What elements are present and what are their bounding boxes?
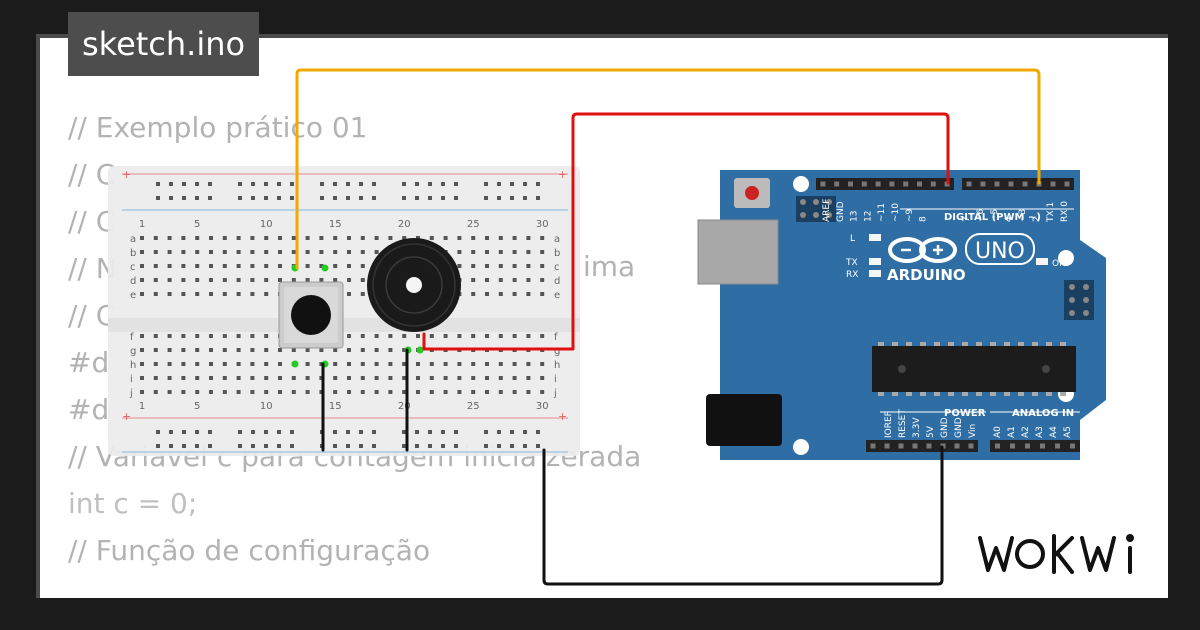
power-pin-label: Vin — [968, 424, 978, 438]
column-label: 20 — [398, 401, 411, 412]
breadboard-holes — [140, 182, 545, 448]
power-pin-label: 3.3V — [912, 417, 922, 438]
code-line: // Exemplo prático 01 — [68, 111, 368, 144]
digital-pin-label: ~10 — [891, 203, 901, 222]
power-pin-label: RESET — [898, 409, 908, 438]
analog-pin-label: A0 — [993, 426, 1003, 438]
power-pin-label: GND — [940, 417, 950, 438]
power-analog-pin-labels: IOREF RESET 3.3V 5V GND GND Vin A0 A1 A2 A3 A4 A5 — [884, 409, 1073, 438]
column-label: 1 — [139, 401, 145, 412]
column-label: 5 — [194, 219, 200, 230]
column-label: 30 — [536, 401, 549, 412]
digital-pin-label: 4 — [1004, 216, 1014, 222]
row-label: g — [130, 346, 136, 357]
digital-pin-label: 12 — [863, 211, 873, 222]
svg-text:+: + — [558, 168, 567, 181]
row-label: i — [130, 374, 133, 385]
wire-black — [542, 445, 944, 586]
digital-pin-label: TX 1 — [1046, 202, 1056, 223]
analog-pin-label: A1 — [1007, 426, 1017, 438]
column-label: 25 — [467, 401, 480, 412]
uno-label: UNO — [975, 239, 1025, 264]
wokwi-logo — [974, 526, 1154, 582]
power-pin-label: IOREF — [884, 411, 894, 438]
digital-pin-label: AREF — [822, 199, 832, 222]
svg-text:ARDUINO: ARDUINO — [887, 266, 966, 284]
row-label: c — [554, 262, 560, 273]
row-label: b — [554, 248, 560, 259]
code-line: #d — [68, 393, 110, 426]
row-label: g — [554, 346, 560, 357]
led-label: RX — [846, 270, 858, 280]
code-line: // Função de configuração — [68, 534, 431, 567]
digital-pin-label: ~3 — [1018, 209, 1028, 222]
svg-text:+: + — [122, 168, 131, 181]
power-pin-label: GND — [954, 417, 964, 438]
column-label: 10 — [260, 401, 273, 412]
on-label: ON — [1052, 259, 1066, 269]
column-label: 15 — [329, 219, 342, 230]
row-label: i — [554, 374, 557, 385]
file-name-tab[interactable]: sketch.ino — [68, 12, 260, 76]
row-label: h — [130, 360, 136, 371]
row-label: d — [130, 276, 136, 287]
digital-pin-label: 8 — [919, 216, 929, 222]
code-line: #d — [68, 346, 110, 379]
power-pin-label: 5V — [926, 425, 936, 438]
analog-pin-label: A3 — [1035, 426, 1045, 438]
digital-pin-label: 7 — [962, 216, 972, 222]
row-label: e — [130, 290, 136, 301]
row-label: h — [554, 360, 560, 371]
wire-red — [422, 112, 950, 351]
row-label: j — [129, 388, 133, 399]
power-header-label: POWER — [944, 408, 986, 419]
arduino-logo: ARDUINO UNO — [887, 233, 1035, 284]
row-label: f — [130, 332, 134, 343]
code-fragment: ima — [583, 250, 636, 283]
row-label: d — [554, 276, 560, 287]
led-label: TX — [845, 258, 858, 268]
column-label: 5 — [194, 401, 200, 412]
led-label: L — [850, 234, 855, 244]
column-label: 25 — [467, 219, 480, 230]
code-line: int c = 0; — [68, 487, 198, 520]
analog-header-label: ANALOG IN — [1012, 408, 1074, 419]
row-label: f — [554, 332, 558, 343]
digital-pin-label: ~9 — [905, 208, 915, 222]
digital-pin-label: RX 0 — [1060, 201, 1070, 222]
pushbutton[interactable] — [278, 264, 344, 368]
digital-pin-label: 13 — [850, 211, 860, 222]
wires[interactable] — [295, 68, 1041, 586]
digital-pin-label: 2 — [1032, 216, 1042, 222]
wire-orange — [295, 68, 1041, 270]
row-label: a — [130, 234, 136, 245]
column-label: 10 — [260, 219, 273, 230]
buzzer[interactable] — [367, 238, 461, 354]
svg-text:+: + — [122, 410, 131, 423]
row-label: j — [553, 388, 557, 399]
analog-pin-label: A2 — [1021, 426, 1031, 438]
analog-pin-label: A5 — [1063, 426, 1073, 438]
svg-text:+: + — [558, 410, 567, 423]
column-label: 15 — [329, 401, 342, 412]
digital-header-label: DIGITAL (PWM ~) — [944, 212, 1041, 223]
digital-pin-label: GND — [836, 201, 846, 222]
row-label: a — [554, 234, 560, 245]
column-label: 1 — [139, 219, 145, 230]
column-label: 20 — [398, 219, 411, 230]
digital-pin-label: ~6 — [976, 208, 986, 222]
column-label: 30 — [536, 219, 549, 230]
analog-pin-label: A4 — [1049, 426, 1059, 438]
digital-pin-label: ~11 — [877, 203, 887, 222]
row-label: b — [130, 248, 136, 259]
row-label: e — [554, 290, 560, 301]
digital-pin-label: ~5 — [990, 209, 1000, 222]
row-label: c — [130, 262, 136, 273]
